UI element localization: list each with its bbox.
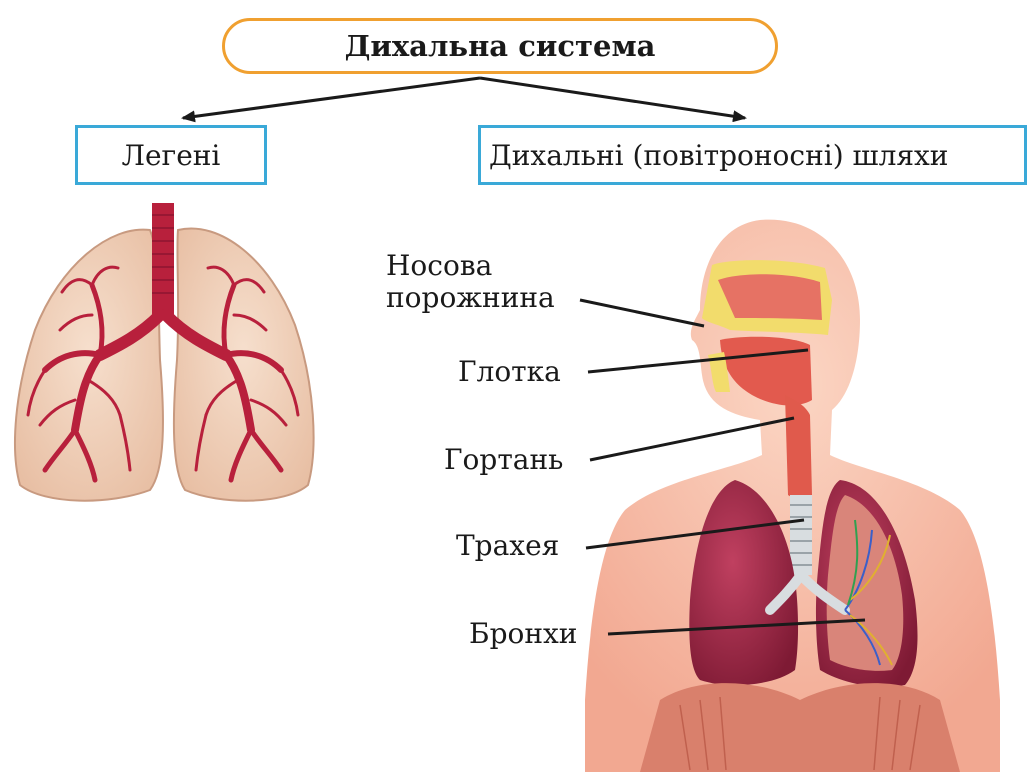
- label-larynx: Гортань: [444, 444, 563, 476]
- torso-illustration: [585, 220, 1000, 772]
- trachea-tube: [152, 203, 174, 318]
- label-bronchi: Бронхи: [469, 618, 577, 650]
- label-nasal-line1: Носова: [386, 250, 555, 282]
- category-airways: Дихальні (повітроносні) шляхи: [478, 125, 1027, 185]
- arrow-to-airways: [480, 78, 745, 118]
- label-trachea: Трахея: [456, 530, 559, 562]
- category-lungs: Легені: [75, 125, 267, 185]
- label-pharynx: Глотка: [458, 356, 561, 388]
- arrow-to-lungs: [183, 78, 480, 118]
- leader-nasal: [580, 300, 704, 326]
- trachea-rings: [790, 495, 812, 575]
- diagram-title: Дихальна система: [222, 18, 778, 74]
- label-nasal-line2: порожнина: [386, 282, 555, 314]
- lungs-illustration: [15, 203, 314, 501]
- label-nasal-cavity: Носова порожнина: [386, 250, 555, 314]
- branch-arrows: [183, 78, 745, 118]
- right-lung-shape: [174, 228, 314, 500]
